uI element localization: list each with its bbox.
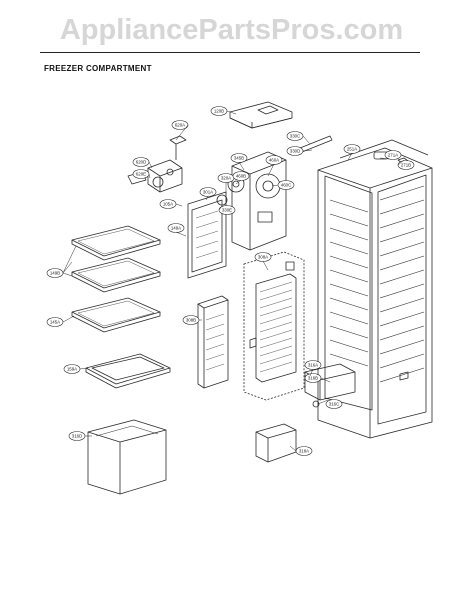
callout: 120B — [210, 106, 228, 116]
callout: 271B — [397, 160, 415, 170]
callout: 320A — [217, 173, 235, 183]
svg-text:301A: 301A — [203, 190, 213, 195]
callout: 460B — [232, 171, 250, 181]
svg-text:316C: 316C — [329, 402, 340, 407]
svg-text:460C: 460C — [281, 183, 292, 188]
top-duct-cover — [229, 101, 293, 129]
evaporator-assembly — [243, 251, 305, 401]
svg-text:316D: 316D — [72, 434, 83, 439]
callout: 460A — [265, 155, 283, 165]
callout: 316C — [325, 399, 343, 409]
small-cover-part — [255, 423, 297, 463]
svg-text:320A: 320A — [221, 176, 231, 181]
watermark: AppliancePartsPros.com — [59, 14, 404, 46]
callout: 308A — [254, 252, 272, 262]
svg-text:330C: 330C — [290, 134, 301, 139]
shelf-top — [71, 225, 161, 261]
svg-text:105A: 105A — [163, 202, 173, 207]
svg-text:460A: 460A — [269, 158, 279, 163]
svg-text:620A: 620A — [175, 123, 185, 128]
freezer-cabinet — [304, 139, 433, 439]
svg-text:318A: 318A — [299, 449, 309, 454]
evaporator-fan-assembly — [216, 151, 287, 251]
header-rule — [40, 52, 420, 53]
callout: 145A — [46, 317, 64, 327]
callout: 301A — [199, 187, 217, 197]
callout: 318A — [295, 446, 313, 456]
svg-text:159A: 159A — [67, 367, 77, 372]
callout: 460C — [277, 180, 295, 190]
callout: 149B — [46, 268, 64, 278]
svg-text:620D: 620D — [136, 160, 147, 165]
callout: 105A — [159, 199, 177, 209]
svg-text:271B: 271B — [401, 163, 411, 168]
callout: 620D — [132, 157, 150, 167]
svg-text:330D: 330D — [290, 149, 301, 154]
freezer-drawer — [87, 419, 167, 495]
svg-text:316A: 316A — [308, 363, 318, 368]
shelf-frame — [85, 353, 171, 389]
callout: 316B — [304, 373, 322, 383]
svg-text:316B: 316B — [308, 376, 318, 381]
svg-text:460B: 460B — [236, 174, 246, 179]
shelf-lower — [71, 297, 161, 333]
svg-text:620E: 620E — [136, 172, 146, 177]
callout: 149A — [167, 223, 185, 233]
callout: 316A — [304, 360, 322, 370]
duct-cover — [197, 295, 229, 389]
svg-text:251A: 251A — [347, 147, 357, 152]
shelf-middle — [71, 257, 161, 293]
callout: 620E — [132, 169, 150, 179]
callout: 251A — [343, 144, 361, 154]
svg-text:330E: 330E — [222, 208, 232, 213]
callout: 271A — [384, 150, 402, 160]
callout: 330D — [286, 146, 304, 156]
svg-text:308B: 308B — [186, 318, 196, 323]
fan-grille-panel — [187, 191, 227, 279]
callout: 159A — [63, 364, 81, 374]
callout: 345B — [230, 153, 248, 163]
svg-text:271A: 271A — [388, 153, 398, 158]
callout: 316D — [68, 431, 86, 441]
callout: 308B — [182, 315, 200, 325]
svg-text:145A: 145A — [50, 320, 60, 325]
svg-text:149A: 149A — [171, 226, 181, 231]
svg-text:345B: 345B — [234, 156, 244, 161]
svg-text:308A: 308A — [258, 255, 268, 260]
callout: 330C — [286, 131, 304, 141]
svg-text:120B: 120B — [214, 109, 224, 114]
page-title: FREEZER COMPARTMENT — [44, 64, 152, 73]
svg-text:149B: 149B — [50, 271, 60, 276]
